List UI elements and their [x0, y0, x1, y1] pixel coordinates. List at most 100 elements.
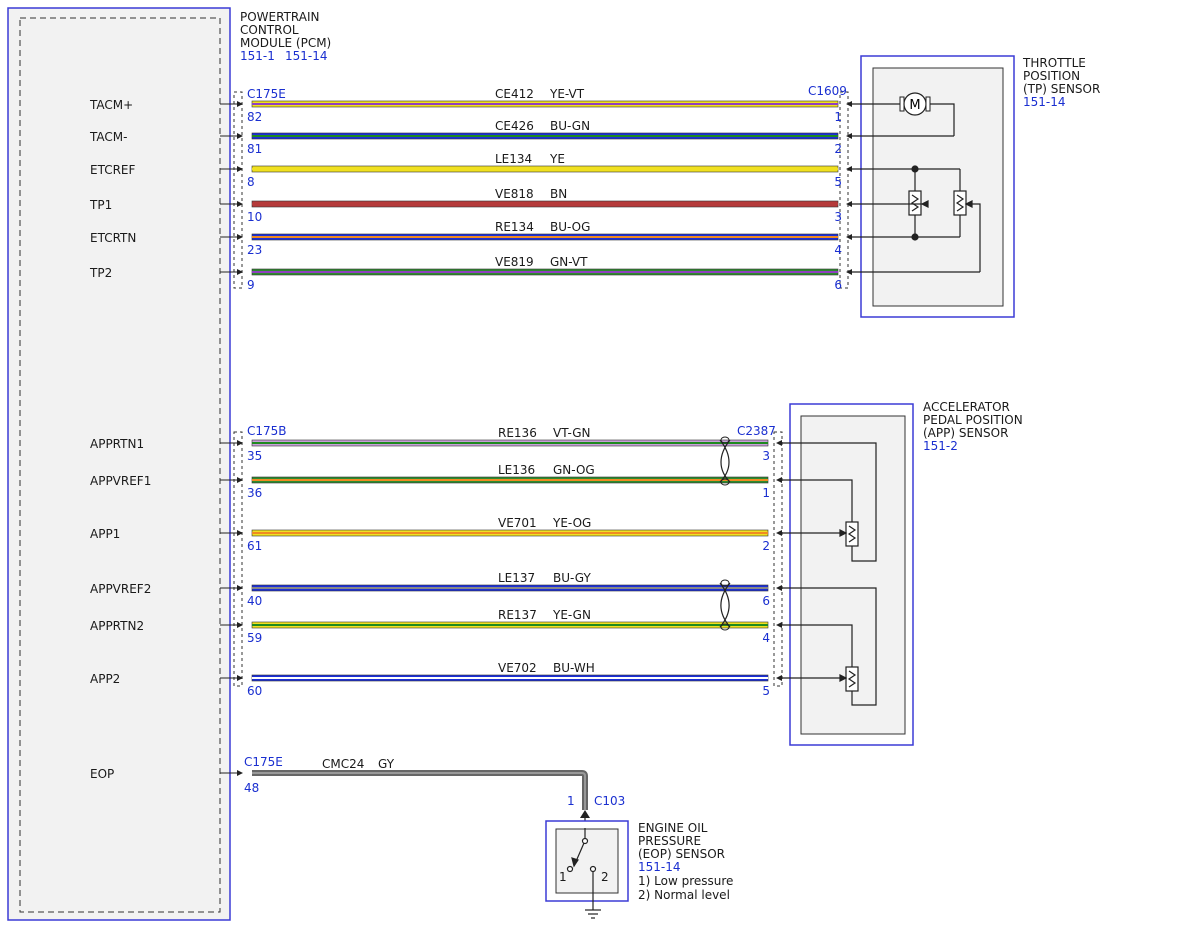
sensor-pin-arrow: [846, 133, 852, 139]
sensor-pin-arrow: [846, 101, 852, 107]
circuit-number: VE701: [498, 516, 537, 530]
pcm-pin-number: 59: [247, 631, 262, 645]
pcm-pin-arrow: [237, 234, 243, 240]
pcm-ref-2: 151-14: [285, 49, 328, 63]
eop-ref: 151-14: [638, 860, 681, 874]
pcm-pin-number: 10: [247, 210, 262, 224]
pcm-pin-number: 36: [247, 486, 262, 500]
signal-label: TP2: [89, 266, 112, 280]
pcm-pin-arrow: [237, 477, 243, 483]
pcm-title-line-1: POWERTRAIN: [240, 10, 320, 24]
pcm-pin-arrow: [237, 675, 243, 681]
throttle-motor-icon: M: [850, 92, 955, 137]
circuit-number: CE426: [495, 119, 534, 133]
circuit-number: LE137: [498, 571, 535, 585]
wire-color-code: YE-GN: [552, 608, 591, 622]
pcm-inner-boundary: [19, 17, 221, 913]
sensor-pin-arrow: [846, 234, 852, 240]
eop-title-line-2: PRESSURE: [638, 834, 701, 848]
pcm-pin-arrow: [237, 166, 243, 172]
wire-color-code: BU-OG: [550, 220, 590, 234]
circuit-number: RE137: [498, 608, 537, 622]
wire-stripe: [252, 677, 768, 679]
wire-stripe: [252, 236, 838, 238]
app-title-line-1: ACCELERATOR: [923, 400, 1010, 414]
twisted-pair-end-1b: [720, 478, 730, 486]
connector-c2387: C2387: [737, 424, 776, 438]
eop-wire: [252, 770, 588, 810]
circuit-number: LE136: [498, 463, 535, 477]
eop-wire-color: GY: [378, 757, 395, 771]
pcm-pin-arrow: [237, 585, 243, 591]
eop-circuit: EOP 48 CMC24 GY 1: [90, 757, 590, 828]
signal-label: APPVREF1: [90, 474, 151, 488]
wire-stripe: [252, 168, 838, 170]
wire-stripe: [252, 271, 838, 273]
eop-sensor-pin: 1: [567, 794, 575, 808]
eop-note-2: 2) Normal level: [638, 888, 730, 902]
connector-c175b: C175B: [247, 424, 287, 438]
wire-stripe: [252, 532, 768, 534]
sensor-pin-number: 3: [834, 210, 842, 224]
circuit-number: CE412: [495, 87, 534, 101]
circuit-number: VE818: [495, 187, 534, 201]
pcm-pin-arrow: [237, 440, 243, 446]
app-title-line-3: (APP) SENSOR: [923, 426, 1008, 440]
eop-switch-position-2: 2: [601, 870, 609, 884]
sensor-pin-number: 2: [834, 142, 842, 156]
sensor-pin-arrow: [846, 269, 852, 275]
pcm-pin-arrow: [237, 101, 243, 107]
tp-potentiometer-icon: [850, 165, 981, 273]
pcm-pin-arrow: [237, 269, 243, 275]
eop-circuit-number: CMC24: [322, 757, 364, 771]
app-sensor: ACCELERATOR PEDAL POSITION (APP) SENSOR …: [782, 400, 1023, 746]
pcm-title: POWERTRAIN CONTROL MODULE (PCM) 151-1 15…: [240, 10, 331, 63]
sensor-pin-number: 6: [834, 278, 842, 292]
tp-ref: 151-14: [1023, 95, 1066, 109]
tp-title-line-2: POSITION: [1023, 69, 1080, 83]
pcm-pin-arrow: [237, 201, 243, 207]
pcm-pin-number: 40: [247, 594, 262, 608]
app-potentiometer-1-icon: [782, 442, 877, 562]
wire-color-code: YE-VT: [549, 87, 585, 101]
circuit-number: VE702: [498, 661, 537, 675]
twisted-pair-end-2a: [720, 579, 730, 587]
sensor-pin-arrow: [846, 166, 852, 172]
wire-color-code: VT-GN: [553, 426, 590, 440]
wire-color-code: GN-OG: [553, 463, 595, 477]
pcm-pin-number: 8: [247, 175, 255, 189]
wire-stripe: [252, 587, 768, 589]
sensor-pin-number: 5: [834, 175, 842, 189]
sensor-pin-number: 2: [762, 539, 770, 553]
wire-color-code: BU-WH: [553, 661, 595, 675]
app-potentiometer-2-icon: [782, 587, 877, 706]
circuit-number: RE136: [498, 426, 537, 440]
wire-color-code: BU-GY: [553, 571, 591, 585]
pcm-pin-arrow: [237, 530, 243, 536]
tp-title-line-3: (TP) SENSOR: [1023, 82, 1100, 96]
wire-stripe: [252, 103, 838, 105]
pcm-outline: [7, 7, 231, 921]
pcm-module: [7, 7, 231, 921]
wire-stripe: [252, 624, 768, 626]
twisted-pair-end-2b: [720, 623, 730, 631]
twisted-pair-marker-2: [719, 582, 731, 628]
signal-label: APP2: [90, 672, 120, 686]
pcm-title-line-3: MODULE (PCM): [240, 36, 331, 50]
sensor-pin-arrow: [846, 201, 852, 207]
eop-wire-stripe: [252, 772, 586, 810]
connector-c103: C103: [594, 794, 625, 808]
eop-sensor: 1 2 ENGINE OIL PRESSURE (EOP) SENSOR 151…: [545, 820, 733, 919]
